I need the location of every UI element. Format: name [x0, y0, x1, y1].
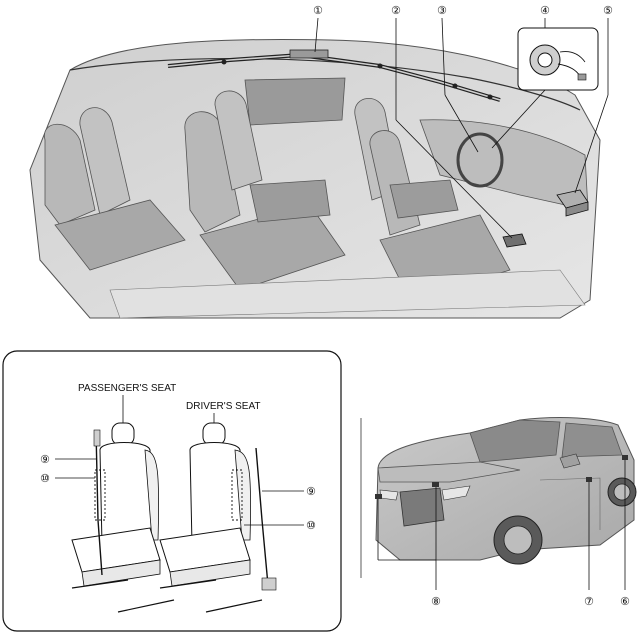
callout-9-passenger: ⑨	[40, 453, 50, 466]
callout-10-driver: ⑩	[306, 519, 316, 532]
side-crash-sensor-c-pillar	[622, 455, 628, 460]
driver-seat	[159, 422, 277, 613]
callout-1: ①	[313, 4, 323, 17]
clock-spring-inset	[517, 27, 599, 91]
passenger-seat	[71, 422, 175, 613]
vehicle-exterior	[375, 417, 637, 565]
callout-4: ④	[540, 4, 550, 17]
callout-6: ⑥	[620, 595, 630, 608]
exterior-leader-lines	[377, 460, 626, 590]
side-crash-sensor-b-pillar	[586, 477, 592, 482]
callout-3: ③	[437, 4, 447, 17]
seat-panel: PASSENGER'S SEAT DRIVER'S SEAT ⑨ ⑩ ⑨ ⑩	[2, 350, 342, 632]
curtain-airbag-module	[167, 49, 501, 102]
vehicle-interior-cutaway	[29, 38, 601, 319]
callout-7: ⑦	[584, 595, 594, 608]
passenger-seat-label: PASSENGER'S SEAT	[78, 383, 176, 394]
callout-2: ②	[391, 4, 401, 17]
driver-seat-label: DRIVER'S SEAT	[186, 401, 261, 412]
callout-5: ⑤	[603, 4, 613, 17]
callout-8: ⑧	[431, 595, 441, 608]
callout-10-passenger: ⑩	[40, 472, 50, 485]
passenger-airbag-module	[556, 189, 589, 217]
top-leader-lines	[314, 17, 609, 239]
front-crash-sensors	[375, 482, 439, 499]
sas-control-module	[502, 233, 527, 248]
callout-9-driver: ⑨	[306, 485, 316, 498]
